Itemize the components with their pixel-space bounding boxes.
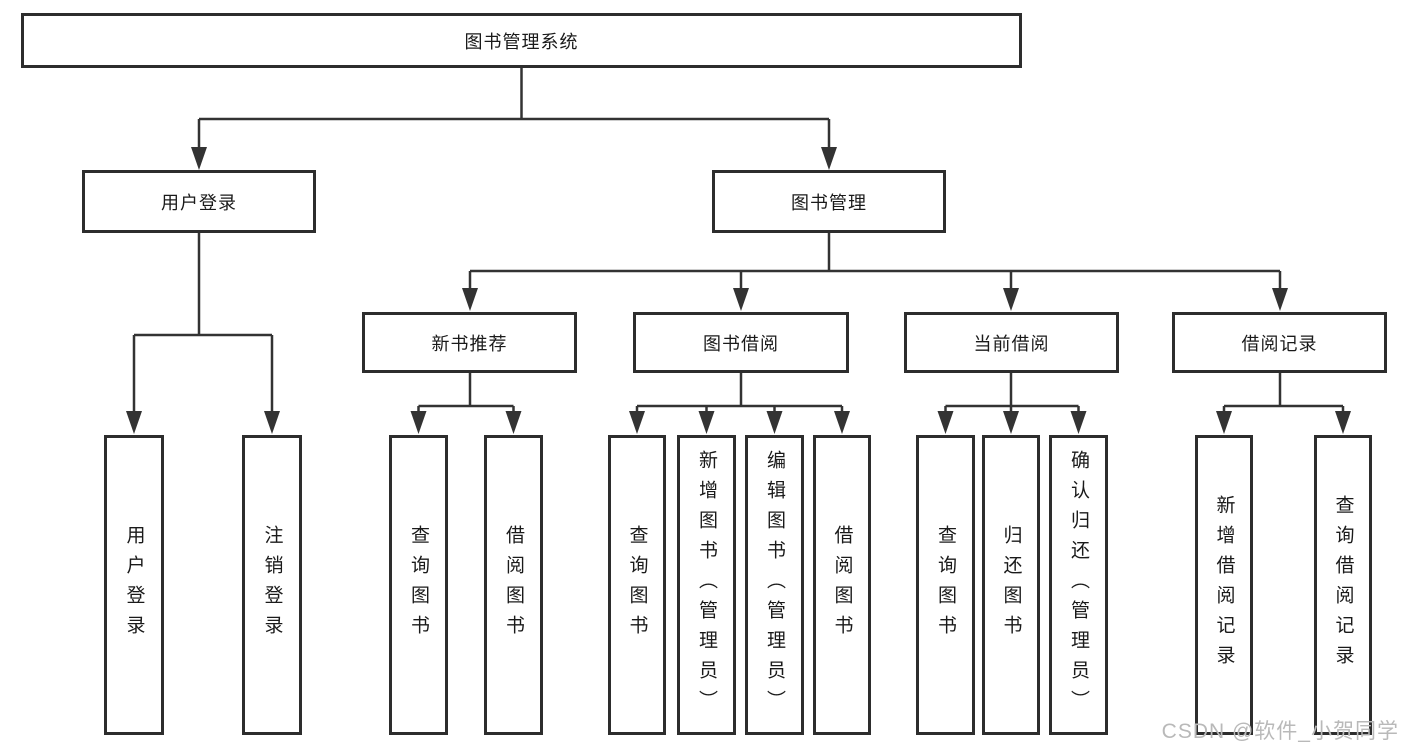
leaf-bb-add-book-admin: 新增图书（管理员） <box>677 435 736 735</box>
leaf-bb-borrow-book: 借阅图书 <box>813 435 871 735</box>
leaf-cb-query-book: 查询图书 <box>916 435 975 735</box>
arrowheads <box>126 147 1351 434</box>
node-user-login: 用户登录 <box>82 170 316 233</box>
node-current-borrow: 当前借阅 <box>904 312 1119 373</box>
csdn-watermark: CSDN @软件_小贺同学 <box>1161 720 1399 743</box>
leaf-cb-confirm-return-admin: 确认归还（管理员） <box>1049 435 1108 735</box>
leaf-br-add-record: 新增借阅记录 <box>1195 435 1253 735</box>
leaf-bb-edit-book-admin: 编辑图书（管理员） <box>745 435 804 735</box>
leaf-rec-borrow-book: 借阅图书 <box>484 435 543 735</box>
node-book-management: 图书管理 <box>712 170 946 233</box>
leaf-cb-return-book: 归还图书 <box>982 435 1040 735</box>
node-borrow-records: 借阅记录 <box>1172 312 1387 373</box>
leaf-user-login: 用户登录 <box>104 435 164 735</box>
leaf-br-query-record: 查询借阅记录 <box>1314 435 1372 735</box>
leaf-logout: 注销登录 <box>242 435 302 735</box>
leaf-bb-query-book: 查询图书 <box>608 435 666 735</box>
node-book-borrow: 图书借阅 <box>633 312 849 373</box>
leaf-rec-query-book: 查询图书 <box>389 435 448 735</box>
node-library-system: 图书管理系统 <box>21 13 1022 68</box>
node-new-book-recommend: 新书推荐 <box>362 312 577 373</box>
